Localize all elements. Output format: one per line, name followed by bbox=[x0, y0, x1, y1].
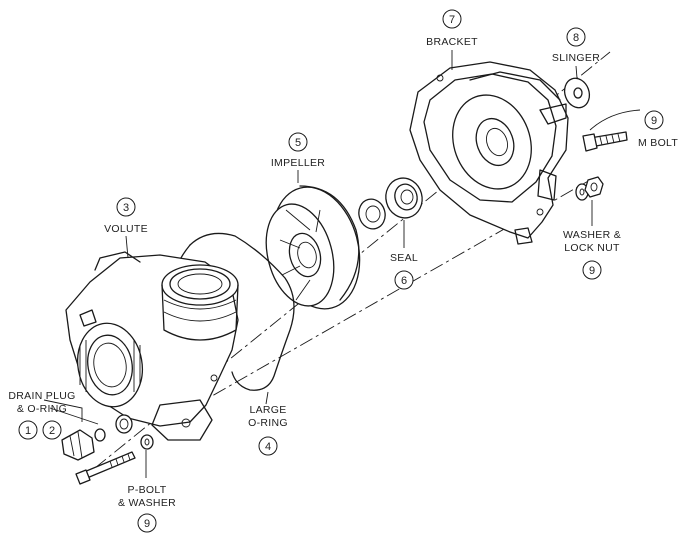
label-large-o-ring: LARGE O-RING 4 bbox=[248, 404, 288, 456]
m-bolt-number: 9 bbox=[651, 115, 657, 127]
bracket-part bbox=[409, 61, 569, 245]
washer-lock-nut-label-2: LOCK NUT bbox=[564, 242, 620, 254]
label-drain-plug: DRAIN PLUG & O-RING 1 2 bbox=[8, 390, 75, 440]
p-bolt-label-2: & WASHER bbox=[118, 497, 176, 509]
slinger-label: SLINGER bbox=[552, 52, 600, 64]
leader-lines bbox=[43, 50, 641, 478]
m-bolt-part bbox=[582, 131, 628, 152]
label-p-bolt: P-BOLT & WASHER 9 bbox=[118, 484, 176, 533]
volute-label: VOLUTE bbox=[104, 223, 148, 235]
p-bolt-part bbox=[75, 434, 154, 485]
drain-plug-part bbox=[61, 414, 133, 461]
impeller-label: IMPELLER bbox=[271, 157, 325, 169]
drain-plug-label-2: & O-RING bbox=[17, 403, 67, 415]
bracket-number: 7 bbox=[449, 14, 455, 26]
large-o-ring-label-2: O-RING bbox=[248, 417, 288, 429]
label-bracket: 7 BRACKET bbox=[426, 9, 478, 48]
washer-lock-nut-part bbox=[575, 176, 604, 201]
slinger-number: 8 bbox=[573, 32, 579, 44]
label-volute: 3 VOLUTE bbox=[104, 197, 148, 235]
seal-part bbox=[358, 177, 423, 230]
seal-number: 6 bbox=[401, 275, 407, 287]
label-washer-lock-nut: WASHER & LOCK NUT 9 bbox=[563, 229, 621, 280]
large-o-ring-number: 4 bbox=[265, 441, 271, 453]
drain-plug-number-2: 2 bbox=[49, 425, 55, 437]
bracket-label: BRACKET bbox=[426, 36, 478, 48]
drain-plug-label-1: DRAIN PLUG bbox=[8, 390, 75, 402]
drain-plug-number-1: 1 bbox=[25, 425, 31, 437]
washer-lock-nut-number: 9 bbox=[589, 265, 595, 277]
large-o-ring-label-1: LARGE bbox=[249, 404, 286, 416]
label-seal: SEAL 6 bbox=[390, 252, 418, 290]
volute-part bbox=[65, 251, 239, 441]
p-bolt-number: 9 bbox=[144, 518, 150, 530]
impeller-number: 5 bbox=[295, 137, 301, 149]
volute-number: 3 bbox=[123, 202, 129, 214]
impeller-part bbox=[265, 185, 361, 310]
label-m-bolt: 9 M BOLT bbox=[638, 110, 678, 149]
p-bolt-label-1: P-BOLT bbox=[128, 484, 167, 496]
slinger-part bbox=[563, 77, 591, 109]
seal-label: SEAL bbox=[390, 252, 418, 264]
washer-lock-nut-label-1: WASHER & bbox=[563, 229, 621, 241]
label-slinger: 8 SLINGER bbox=[552, 27, 600, 64]
label-impeller: 5 IMPELLER bbox=[271, 132, 325, 169]
m-bolt-label: M BOLT bbox=[638, 137, 678, 149]
